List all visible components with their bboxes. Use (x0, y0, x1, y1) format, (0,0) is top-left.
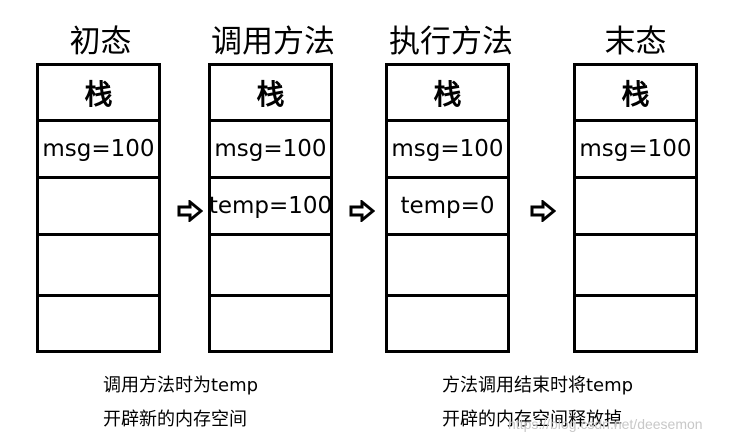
stack-frame-call-method: 栈 msg=100 temp=100 (208, 63, 333, 353)
stack-cell: msg=100 (39, 122, 158, 179)
stack-cell: msg=100 (388, 122, 507, 179)
note-right-line-2: 开辟的内存空间释放掉 (442, 409, 622, 430)
stack-frame-final: 栈 msg=100 (573, 63, 698, 353)
stack-cell: msg=100 (211, 122, 330, 179)
stage-title-final: 末态 (604, 24, 667, 60)
stack-frame-execute-method: 栈 msg=100 temp=0 (385, 63, 510, 353)
stack-cell: msg=100 (576, 122, 695, 179)
stack-cell (211, 236, 330, 297)
note-left-line-2: 开辟新的内存空间 (103, 409, 247, 430)
stack-cell (576, 236, 695, 297)
note-left: 调用方法时为temp 开辟新的内存空间 (103, 369, 258, 437)
watermark: https://blog.csdn.net/deesemon (508, 416, 703, 432)
stack-cell (576, 297, 695, 350)
stack-frame-initial: 栈 msg=100 (36, 63, 161, 353)
stack-header: 栈 (39, 66, 158, 122)
hollow-right-arrow-icon (349, 200, 375, 222)
stack-cell (39, 297, 158, 350)
stage-title-execute-method: 执行方法 (389, 24, 513, 60)
hollow-right-arrow-icon (177, 200, 203, 222)
stack-cell: temp=0 (388, 179, 507, 236)
stack-cell (388, 297, 507, 350)
stack-cell (211, 297, 330, 350)
hollow-right-arrow-icon (530, 200, 556, 222)
note-right: 方法调用结束时将temp 开辟的内存空间释放掉 (442, 369, 633, 437)
stack-header: 栈 (576, 66, 695, 122)
stack-cell (39, 236, 158, 297)
stage-title-initial: 初态 (69, 24, 132, 60)
stage-title-call-method: 调用方法 (211, 24, 335, 60)
stack-header: 栈 (211, 66, 330, 122)
stack-cell: temp=100 (209, 179, 332, 236)
note-right-line-1: 方法调用结束时将temp (442, 375, 634, 396)
stack-header: 栈 (388, 66, 507, 122)
stack-cell (576, 179, 695, 236)
stack-cell (39, 179, 158, 236)
stack-cell (388, 236, 507, 297)
note-left-line-1: 调用方法时为temp (103, 375, 259, 396)
